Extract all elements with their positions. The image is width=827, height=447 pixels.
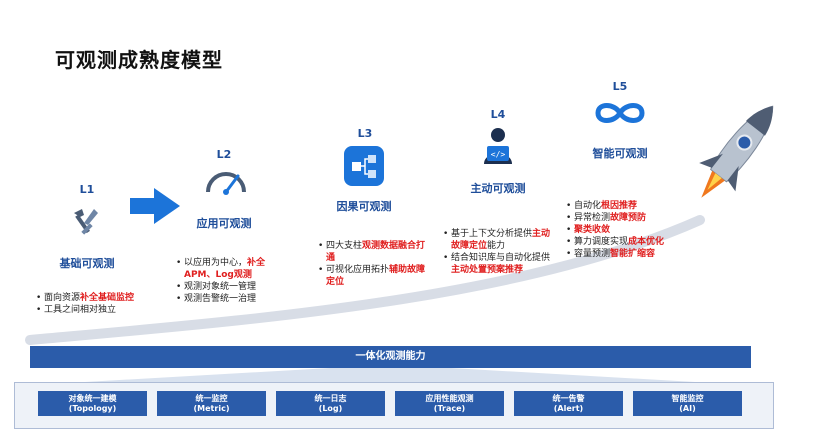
description-text: 算力调度实现 xyxy=(574,237,629,247)
level-label: L1 xyxy=(79,183,95,196)
description-text: 观测对象统一管理 xyxy=(184,282,257,292)
module-alert: 统一告警(Alert) xyxy=(514,391,623,416)
description-item: 异常检测故障预防 xyxy=(566,212,686,224)
description-item: 以应用为中心，补全APM、Log观测 xyxy=(176,257,286,281)
description-item: 算力调度实现成本优化 xyxy=(566,236,686,248)
highlight-text: 成本优化 xyxy=(628,237,665,247)
level-name: 应用可观测 xyxy=(196,217,252,230)
highlight-text: 补全基础监控 xyxy=(80,293,135,303)
description-text: 观测告警统一治理 xyxy=(184,294,257,304)
highlight-text: 观测数据融合打通 xyxy=(326,241,426,263)
level-name: 智能可观测 xyxy=(592,147,648,160)
highlight-text: 故障预防 xyxy=(610,213,647,223)
description-item: 基于上下文分析提供主动故障定位能力 xyxy=(443,228,555,252)
tools-icon xyxy=(74,209,98,235)
description-text: 异常检测 xyxy=(574,213,611,223)
level-2-description: 以应用为中心，补全APM、Log观测观测对象统一管理观测告警统一治理 xyxy=(176,257,286,305)
level-5-description: 自动化根因推荐异常检测故障预防聚类收敛算力调度实现成本优化容量预测智能扩缩容 xyxy=(566,200,686,260)
level-name: 基础可观测 xyxy=(59,257,115,270)
level-1-description: 面向资源补全基础监控工具之间相对独立 xyxy=(36,292,166,316)
level-label: L4 xyxy=(490,108,506,121)
description-item: 结合知识库与自动化提供主动处置预案推荐 xyxy=(443,252,555,276)
progress-arrow-icon xyxy=(130,188,180,224)
description-item: 四大支柱观测数据融合打通 xyxy=(318,240,428,264)
level-label: L3 xyxy=(357,127,373,140)
description-text: 结合知识库与自动化提供 xyxy=(451,253,551,263)
description-item: 可视化应用拓扑辅助故障定位 xyxy=(318,264,428,288)
description-text: 面向资源 xyxy=(44,293,81,303)
module-trace: 应用性能观测(Trace) xyxy=(395,391,504,416)
description-text: 基于上下文分析提供 xyxy=(451,229,533,239)
description-text: 自动化 xyxy=(574,201,602,211)
description-item: 面向资源补全基础监控 xyxy=(36,292,166,304)
infinity-icon xyxy=(595,103,645,123)
topology-icon xyxy=(344,146,384,186)
level-name: 因果可观测 xyxy=(336,200,392,213)
module-log: 统一日志(Log) xyxy=(276,391,385,416)
level-3-description: 四大支柱观测数据融合打通可视化应用拓扑辅助故障定位 xyxy=(318,240,428,288)
description-text: 工具之间相对独立 xyxy=(44,305,117,315)
level-name: 主动可观测 xyxy=(470,182,526,195)
description-text: 四大支柱 xyxy=(326,241,363,251)
platform-funnel xyxy=(50,368,730,384)
highlight-text: 辅助故障定位 xyxy=(326,265,426,287)
highlight-text: 根因推荐 xyxy=(601,201,638,211)
description-text: 可视化应用拓扑 xyxy=(326,265,390,275)
description-item: 自动化根因推荐 xyxy=(566,200,686,212)
description-item: 聚类收敛 xyxy=(566,224,686,236)
module-ai: 智能监控(AI) xyxy=(633,391,742,416)
integrated-platform-bar: 一体化观测能力 xyxy=(30,346,751,368)
description-item: 工具之间相对独立 xyxy=(36,304,166,316)
highlight-text: 补全APM、Log观测 xyxy=(184,258,266,280)
level-label: L5 xyxy=(612,80,628,93)
developer-icon: </> xyxy=(484,128,512,164)
description-item: 观测告警统一治理 xyxy=(176,293,286,305)
highlight-text: 聚类收敛 xyxy=(574,225,611,235)
description-text: 容量预测 xyxy=(574,249,611,259)
page-title: 可观测成熟度模型 xyxy=(55,48,223,72)
rocket-icon xyxy=(699,105,774,198)
highlight-text: 主动处置预案推荐 xyxy=(451,265,524,275)
module-topology: 对象统一建模(Topology) xyxy=(38,391,147,416)
highlight-text: 主动故障定位 xyxy=(451,229,551,251)
module-metric: 统一监控(Metric) xyxy=(157,391,266,416)
highlight-text: 智能扩缩容 xyxy=(610,249,656,259)
description-text: 以应用为中心， xyxy=(184,258,248,268)
level-label: L2 xyxy=(216,148,232,161)
description-item: 容量预测智能扩缩容 xyxy=(566,248,686,260)
description-item: 观测对象统一管理 xyxy=(176,281,286,293)
description-text: 能力 xyxy=(487,241,506,251)
svg-text:</>: </> xyxy=(491,150,506,159)
gauge-icon xyxy=(206,172,246,195)
level-4-description: 基于上下文分析提供主动故障定位能力结合知识库与自动化提供主动处置预案推荐 xyxy=(443,228,555,276)
